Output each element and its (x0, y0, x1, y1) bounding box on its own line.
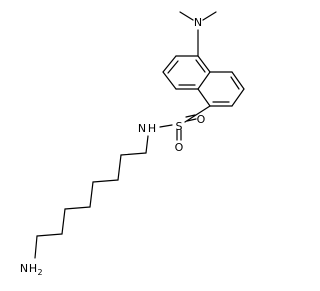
dimethyl-nitrogen-label: N (194, 16, 202, 29)
oxygen-bottom-label: O (175, 141, 184, 154)
bond-c5-c4a (197, 88, 211, 107)
amine-group: N H 2 (20, 262, 43, 277)
bond-c3-c4 (162, 71, 177, 90)
naphthalene-upper-ring (162, 55, 211, 90)
bond-c2-c3 (162, 55, 177, 73)
dimethylamino-group: N (179, 11, 217, 57)
bond-s-o-top-b (186, 118, 197, 122)
double-bond-c8-c7-inner (230, 76, 240, 90)
sulfonamide-group: S O O (159, 105, 211, 154)
bond-c7-c6 (231, 88, 245, 107)
bond-c4a-c8a (197, 71, 211, 90)
amine-nitrogen-label: N (20, 262, 28, 275)
oxygen-top-label: O (197, 113, 206, 126)
octyl-chain (34, 135, 149, 259)
double-bond-c8a-c1-inner (195, 59, 206, 73)
sulfur-label: S (176, 120, 183, 133)
chain-bond-4 (92, 179, 119, 183)
bond-n-methyl-right (202, 11, 217, 21)
bond-s-o-top-a (185, 114, 196, 118)
bond-c5-s (184, 105, 211, 123)
bond-n-methyl-left (179, 11, 194, 21)
chain-bond-2 (120, 152, 147, 156)
structure-drawing: N S O O N H N H 2 (20, 11, 245, 277)
bond-c8a-c1 (197, 55, 211, 73)
nh-nitrogen-label: N (138, 122, 146, 135)
chain-bond-6 (64, 206, 91, 210)
nh-hydrogen-label: H (148, 122, 156, 135)
chain-bond-8 (36, 233, 63, 237)
double-bond-c2-c3-inner (167, 60, 179, 74)
amine-hydrogen-label: H (29, 262, 37, 275)
naphthalene-right-ring (197, 71, 245, 107)
chain-bond-7 (61, 208, 66, 235)
amine-subscript-label: 2 (37, 268, 42, 277)
nh-group: N H (138, 122, 156, 135)
bond-c8-c7 (231, 71, 245, 90)
chain-bond-1 (145, 135, 149, 154)
chain-bond-5 (89, 181, 94, 208)
chain-bond-3 (117, 154, 122, 181)
chain-bond-9 (34, 235, 38, 259)
bond-s-n (159, 124, 173, 128)
